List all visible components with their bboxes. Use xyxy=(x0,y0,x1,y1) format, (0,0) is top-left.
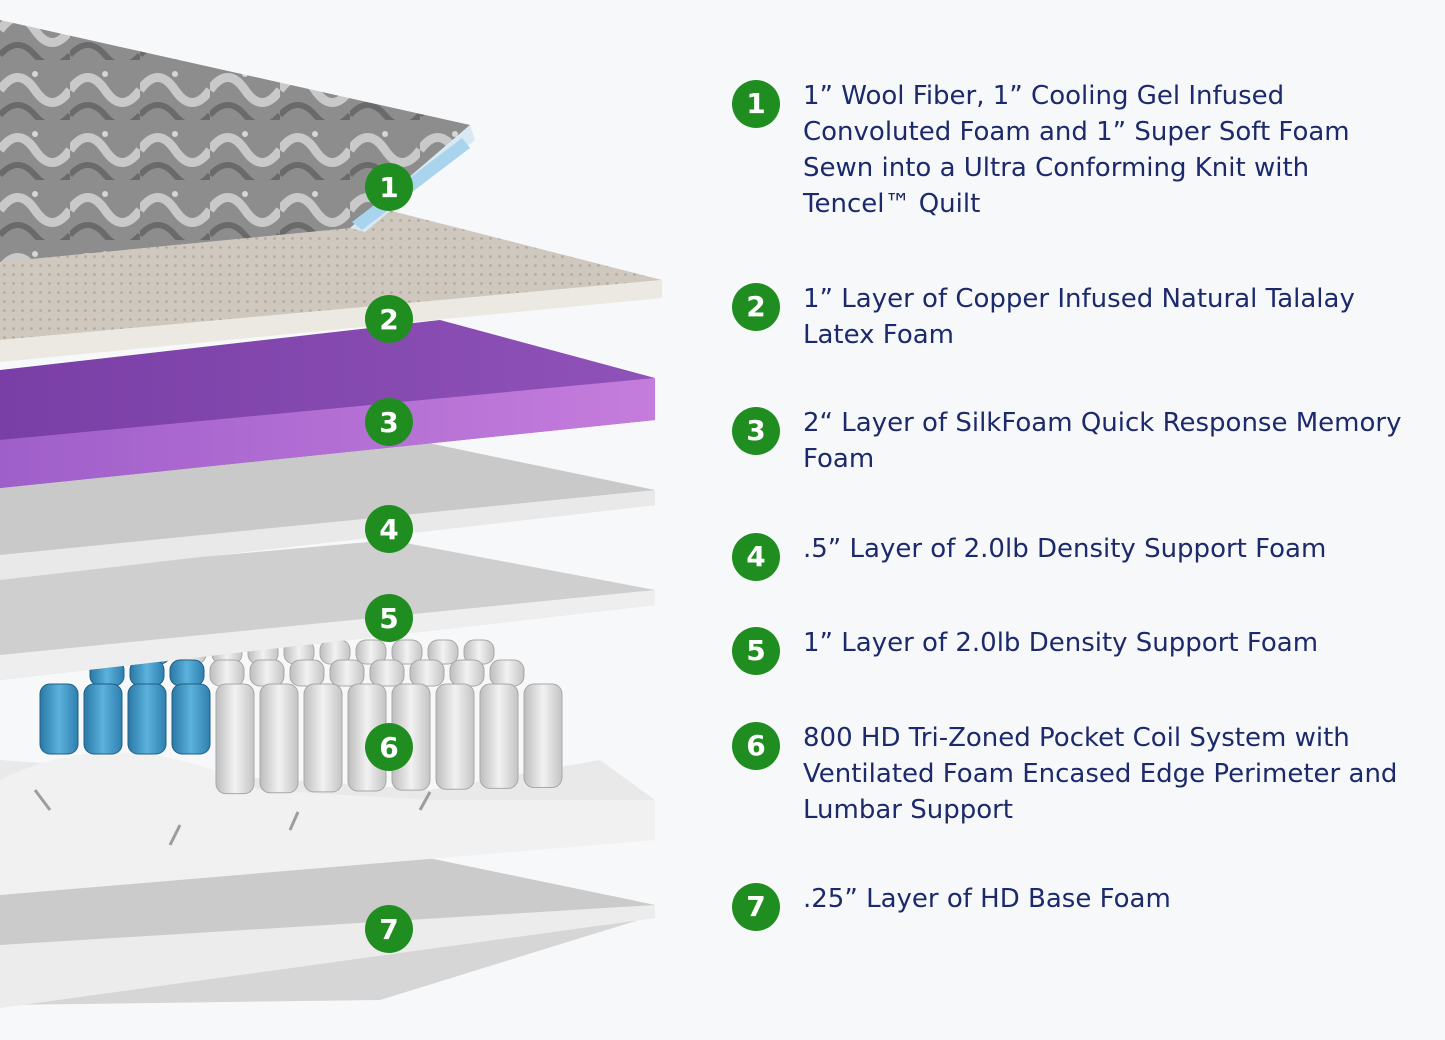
white-coil xyxy=(523,683,563,789)
layer-description: 1” Wool Fiber, 1” Cooling Gel Infused Co… xyxy=(803,81,1350,219)
marker-circle xyxy=(365,594,413,642)
white-coil xyxy=(289,659,325,687)
white-coil xyxy=(489,659,525,687)
mattress-layers-illustration: 1 2 3 4 5 6 7 xyxy=(0,20,662,1008)
layer-number-badge: 1 xyxy=(732,80,780,128)
layer-description: 800 HD Tri-Zoned Pocket Coil System with… xyxy=(803,723,1398,825)
layer-description: 1” Layer of 2.0lb Density Support Foam xyxy=(803,628,1319,658)
layer-description: .5” Layer of 2.0lb Density Support Foam xyxy=(803,534,1327,564)
white-coil xyxy=(449,659,485,687)
illustration-marker-3: 3 xyxy=(365,398,413,446)
marker-circle xyxy=(365,163,413,211)
layer-description: 1” Layer of Copper Infused Natural Talal… xyxy=(803,284,1355,350)
blue-lumbar-coil xyxy=(127,683,167,755)
blue-lumbar-coil xyxy=(169,659,205,687)
marker-number: 1 xyxy=(379,171,398,204)
marker-circle xyxy=(365,723,413,771)
marker-number: 7 xyxy=(379,913,398,946)
layer-number-badge: 4 xyxy=(732,533,780,581)
white-coil xyxy=(209,659,245,687)
marker-circle xyxy=(365,398,413,446)
marker-circle xyxy=(365,505,413,553)
blue-lumbar-coil xyxy=(39,683,79,755)
white-coil xyxy=(303,683,343,793)
marker-number: 6 xyxy=(379,731,398,764)
white-coil xyxy=(427,639,459,665)
layer-number-badge: 3 xyxy=(732,407,780,455)
white-coil xyxy=(391,639,423,665)
blue-lumbar-coil xyxy=(171,683,211,755)
layer-6-pocket-coils xyxy=(0,639,655,895)
white-coil xyxy=(259,683,299,794)
blue-lumbar-coil xyxy=(83,683,123,755)
white-coil xyxy=(215,683,255,795)
layer-number-badge: 6 xyxy=(732,722,780,770)
layer-4-support-foam xyxy=(0,435,655,580)
illustration-marker-5: 5 xyxy=(365,594,413,642)
illustration-marker-6: 6 xyxy=(365,723,413,771)
white-coil xyxy=(479,683,519,789)
white-coil xyxy=(409,659,445,687)
marker-circle xyxy=(365,295,413,343)
layer-number-badge: 7 xyxy=(732,883,780,931)
illustration-marker-4: 4 xyxy=(365,505,413,553)
layer-description: 2“ Layer of SilkFoam Quick Response Memo… xyxy=(803,408,1402,474)
white-coil xyxy=(329,659,365,687)
marker-number: 5 xyxy=(379,602,398,635)
marker-circle xyxy=(365,905,413,953)
white-coil xyxy=(435,683,475,790)
marker-number: 4 xyxy=(379,513,398,546)
layer-5-support-foam xyxy=(0,540,655,680)
illustration-marker-2: 2 xyxy=(365,295,413,343)
layer-description: .25” Layer of HD Base Foam xyxy=(803,884,1171,914)
white-coil xyxy=(249,659,285,687)
marker-number: 3 xyxy=(379,406,398,439)
illustration-marker-1: 1 xyxy=(365,163,413,211)
illustration-marker-7: 7 xyxy=(365,905,413,953)
layer-number-badge: 2 xyxy=(732,283,780,331)
white-coil xyxy=(355,639,387,665)
marker-number: 2 xyxy=(379,303,398,336)
layer-number-badge: 5 xyxy=(732,627,780,675)
layer-3-memory-foam xyxy=(0,320,655,488)
white-coil xyxy=(369,659,405,687)
